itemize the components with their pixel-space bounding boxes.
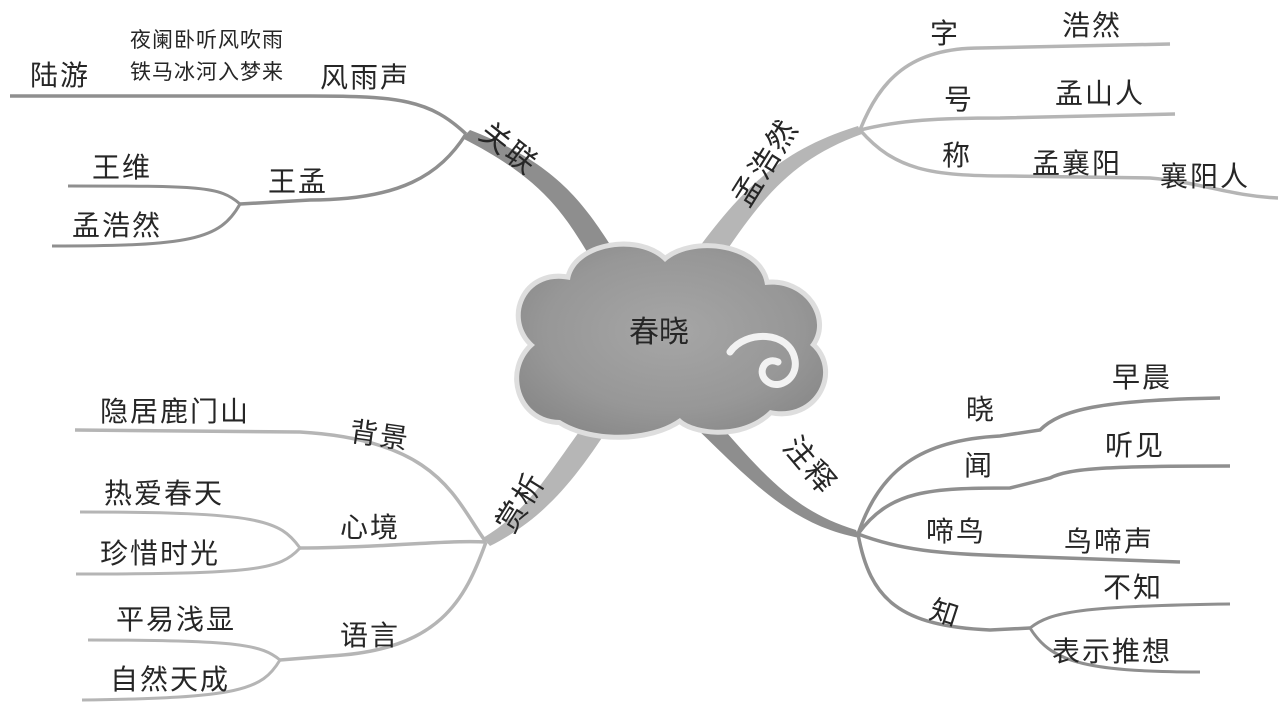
node-beijing: 背景 [347, 415, 412, 457]
node-xinjing: 心境 [340, 511, 401, 544]
line-guanlian-luyou [10, 94, 468, 136]
line-xinjing-2 [75, 546, 302, 576]
node-xinjing-value-1: 热爱春天 [104, 477, 225, 510]
node-menghaoran-leaf: 孟浩然 [72, 209, 163, 242]
line-shangxi-beijing [74, 428, 488, 544]
node-xiao: 晓 [966, 393, 997, 426]
node-luyou: 陆游 [30, 59, 91, 92]
node-wen: 闻 [964, 449, 995, 482]
line-shangxi-xinjing [299, 539, 487, 550]
node-wen-value: 听见 [1105, 429, 1166, 462]
line-zhi-1 [1029, 602, 1231, 630]
line-mhr-hao [859, 112, 1176, 132]
node-wangmeng: 王孟 [268, 165, 329, 198]
branch-guanlian [462, 130, 620, 265]
cloud-swirl [726, 332, 799, 388]
line-zhushi-zhi [856, 533, 1031, 632]
node-tiniao: 啼鸟 [926, 515, 987, 548]
branch-menghaoran [690, 126, 862, 268]
node-xiao-value: 早晨 [1112, 361, 1173, 394]
line-zhi-2 [1028, 627, 1201, 674]
node-tiniao-value: 鸟啼声 [1064, 525, 1155, 558]
line-mhr-cheng [858, 128, 1279, 200]
node-fengyusheng: 风雨声 [320, 61, 411, 94]
node-zhi-value-2: 表示推想 [1052, 635, 1173, 668]
poem-line-1: 夜阑卧听风吹雨 [130, 28, 284, 52]
center-title: 春晓 [629, 315, 689, 350]
node-hao-value: 孟山人 [1055, 77, 1146, 110]
center-cloud [519, 246, 824, 435]
line-zhushi-xiao [856, 396, 1221, 535]
node-xinjing-value-2: 珍惜时光 [100, 537, 221, 570]
node-zi-value: 浩然 [1062, 9, 1123, 42]
line-zhushi-wen [856, 464, 1231, 536]
node-hao: 号 [944, 83, 975, 116]
node-wangwei: 王维 [92, 151, 153, 184]
node-cheng-value-1: 孟襄阳 [1032, 147, 1123, 180]
node-cheng-value-2: 襄阳人 [1160, 160, 1251, 193]
poem-line-2: 铁马冰河入梦来 [130, 60, 284, 84]
branch-zhushi [688, 408, 860, 538]
node-beijing-value: 隐居鹿门山 [100, 395, 251, 428]
line-guanlian-wangmeng [239, 133, 468, 206]
line-wangmeng-wangwei [67, 184, 242, 206]
line-wangmeng-menghaoran [51, 203, 242, 248]
line-zhushi-tiniao [857, 532, 1181, 564]
branch-shangxi [483, 410, 615, 546]
node-zhi-value-1: 不知 [1103, 571, 1164, 604]
line-xinjing-1 [79, 510, 302, 549]
line-yuyan-1 [87, 638, 281, 662]
node-yuyan: 语言 [340, 619, 401, 652]
line-shangxi-yuyan [279, 541, 488, 662]
node-yuyan-value-2: 自然天成 [110, 663, 231, 696]
line-yuyan-2 [81, 659, 282, 702]
node-cheng: 称 [942, 139, 973, 172]
line-mhr-zi [858, 42, 1171, 131]
node-zi: 字 [930, 17, 961, 50]
node-yuyan-value-1: 平易浅显 [116, 603, 237, 636]
